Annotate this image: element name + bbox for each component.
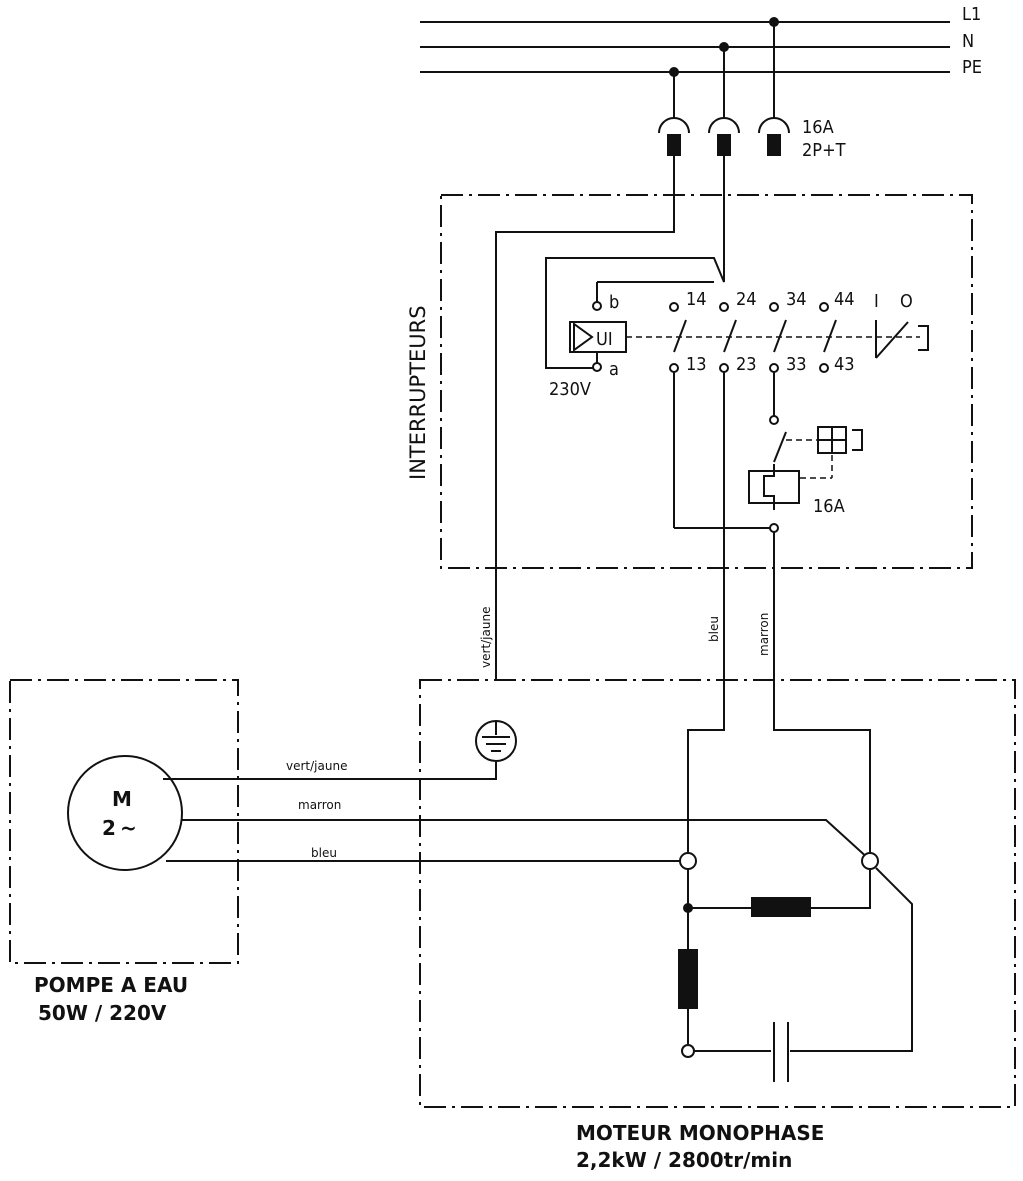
coil-terminal-b: b — [609, 292, 619, 313]
coil-voltage: 230V — [549, 379, 591, 400]
terminal-43: 43 — [834, 354, 855, 375]
plug-socket: 16A 2P+T — [658, 117, 846, 161]
terminal-44: 44 — [834, 289, 855, 310]
wire-label-neutral: bleu — [707, 616, 721, 642]
pump-wire-earth-label: vert/jaune — [286, 759, 347, 773]
terminal-13: 13 — [686, 354, 707, 375]
wire-label-pe: vert/jaune — [479, 607, 493, 668]
terminal-24: 24 — [736, 289, 757, 310]
plug-rating: 16A — [802, 117, 834, 138]
motor-box-border — [419, 679, 1016, 1108]
motor-winding-aux — [751, 897, 811, 917]
coil-terminal-a: a — [609, 359, 619, 380]
ground-icon — [475, 720, 517, 762]
motor-specs: 2,2kW / 2800tr/min — [576, 1148, 792, 1172]
contact-43-44 — [819, 302, 837, 373]
terminal-23: 23 — [736, 354, 757, 375]
terminal-34: 34 — [786, 289, 807, 310]
pump-specs: 50W / 220V — [38, 1001, 167, 1025]
pump-motor-phase: 2 — [102, 816, 116, 840]
label-n: N — [962, 31, 974, 52]
plug-type: 2P+T — [802, 140, 846, 161]
terminal-14: 14 — [686, 289, 707, 310]
pump-motor-letter: M — [112, 787, 132, 811]
switch-box-title: INTERRUPTEURS — [406, 305, 430, 480]
pump-motor-symbol — [67, 755, 183, 871]
contact-13-14 — [669, 302, 687, 373]
motor-winding-main — [678, 949, 698, 1009]
pump-title: POMPE A EAU — [34, 973, 188, 997]
thermal-rating: 16A — [813, 496, 845, 517]
pump-box: M 2 ~ POMPE A EAU 50W / 220V — [9, 679, 239, 1025]
pump-wire-neutral-label: bleu — [311, 846, 337, 860]
manual-switch: I O — [874, 291, 929, 359]
wire-label-phase: marron — [757, 613, 771, 656]
supply-lines: L1 N PE — [420, 4, 982, 118]
thermal-breaker: 16A — [748, 415, 863, 533]
coil-symbol: UI — [596, 329, 613, 350]
label-pe: PE — [962, 57, 982, 78]
switch-box: INTERRUPTEURS UI b a 230V — [406, 156, 973, 680]
motor-title: MOTEUR MONOPHASE — [576, 1121, 824, 1145]
switch-off-label: O — [900, 291, 913, 312]
switch-on-label: I — [874, 291, 879, 312]
pump-motor-ac-symbol: ~ — [120, 816, 137, 840]
pump-box-border — [9, 679, 239, 964]
terminal-33: 33 — [786, 354, 807, 375]
switch-box-border — [440, 194, 973, 569]
pump-wire-phase-label: marron — [298, 798, 341, 812]
label-l1: L1 — [962, 4, 981, 25]
motor-box: MOTEUR MONOPHASE 2,2kW / 2800tr/min — [419, 679, 1016, 1172]
